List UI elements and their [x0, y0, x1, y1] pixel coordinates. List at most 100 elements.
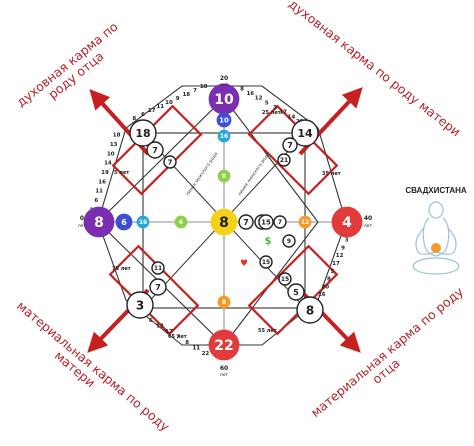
node-tl-b-value: 7: [168, 159, 173, 167]
age-label-bottom-unit: лет: [220, 373, 229, 378]
node-tr-b: 21: [277, 153, 291, 167]
node-center: 8: [210, 208, 238, 236]
age-label-tr: 25 лет: [262, 110, 281, 116]
ring-number: 13: [110, 142, 118, 148]
ring-number: 14: [104, 161, 112, 167]
node-bl-a: 11: [151, 261, 165, 275]
node-tr-a-circle: [282, 137, 298, 153]
node-top-cyan-value: 16: [220, 133, 228, 140]
ring-number: 6: [141, 112, 145, 118]
ring-number: 17: [148, 108, 156, 114]
node-left-blue-value: 6: [121, 218, 127, 227]
destiny-matrix-figure: 8161253171420714391217582016221187171361…: [13, 0, 467, 434]
ring-number: 11: [95, 189, 103, 195]
age-label-top: 20: [220, 75, 228, 82]
ring-number: 14: [288, 114, 296, 120]
node-left-green-value: 6: [179, 219, 183, 226]
age-label-left-unit: лет: [78, 224, 87, 229]
ring-number: 8: [240, 86, 244, 92]
node-tl-b: 7: [163, 155, 177, 169]
node-br-a-value: 5: [293, 288, 299, 297]
chakra-title: СВАДХИСТАНА: [405, 186, 467, 195]
matrix-nodes: 1084228181438777211175151016861661215787…: [83, 83, 363, 361]
ring-number: 12: [255, 96, 263, 102]
money-dollar-icon: $: [265, 236, 272, 247]
ring-number: 6: [149, 318, 153, 324]
node-c-b-circle: [258, 214, 274, 230]
ring-number: 16: [318, 292, 326, 298]
heart-icon: ♥: [240, 259, 248, 269]
node-tl-a-value: 7: [152, 146, 158, 155]
ring-number: 11: [156, 104, 164, 110]
ring-number: 18: [182, 92, 190, 98]
meditating-figure-illustration: [412, 201, 460, 275]
age-label-br: 55 лет: [258, 328, 277, 334]
node-ancestral-br-circle: [296, 296, 324, 324]
ring-number: 6: [94, 198, 98, 204]
ring-number: 16: [246, 91, 254, 97]
node-top-cyan-circle: [217, 129, 231, 143]
node-left-green: 6: [174, 215, 188, 229]
node-bottom-a: 9: [282, 234, 296, 248]
ring-number: 13: [156, 323, 164, 329]
node-bottom-b-value: 15: [262, 259, 270, 266]
node-bl-b: 7: [149, 278, 167, 296]
ring-number: 9: [176, 96, 180, 102]
node-ancestral-tl-value: 18: [135, 127, 150, 140]
node-br-b-value: 15: [281, 276, 289, 283]
age-label-right: 40: [364, 215, 372, 222]
node-right-orange: 12: [298, 215, 312, 229]
node-top-green-value: 8: [222, 173, 226, 180]
node-center-value: 8: [219, 215, 229, 231]
ring-number: 9: [341, 245, 345, 251]
ring-number: 12: [336, 253, 344, 259]
node-right-orange-circle: [298, 215, 312, 229]
node-bottom-a-value: 9: [287, 238, 291, 245]
node-bottom-orange-value: 8: [222, 299, 226, 306]
ring-number: 19: [101, 170, 109, 176]
node-top-green: 8: [217, 169, 231, 183]
node-bottom-orange-circle: [217, 295, 231, 309]
age-label-l1: 75 лет: [112, 266, 131, 272]
node-bottom-circle: [208, 329, 240, 361]
node-br-b: 15: [278, 272, 292, 286]
ring-number: 8: [132, 116, 136, 122]
node-tl-a: 7: [146, 141, 164, 159]
age-label-top-unit: лет: [220, 83, 229, 88]
age-label-right-unit: лет: [364, 224, 373, 229]
ring-number: 7: [176, 335, 180, 341]
ring-number: 5: [265, 100, 269, 106]
sacral-chakra-dot: [431, 243, 441, 253]
node-top-blue-value: 10: [219, 117, 229, 125]
node-right-b: 7: [273, 215, 287, 229]
node-right-b-circle: [273, 215, 287, 229]
node-tl-a-circle: [146, 141, 164, 159]
node-ancestral-br-value: 8: [306, 303, 314, 317]
ring-number: 8: [327, 277, 331, 283]
node-right-circle: [331, 206, 363, 238]
ring-number: 18: [113, 133, 121, 139]
node-br-b-circle: [278, 272, 292, 286]
node-top-value: 10: [214, 92, 234, 108]
node-right: 4: [331, 206, 363, 238]
outer-octagon: [97, 85, 347, 346]
node-left-value: 8: [94, 215, 104, 231]
ring-number: 10: [200, 84, 208, 90]
node-tr-b-value: 21: [280, 157, 288, 164]
ring-number: 20: [321, 284, 329, 290]
node-br-a-circle: [287, 283, 305, 301]
node-ancestral-br: 8: [296, 296, 324, 324]
node-bottom-orange: 8: [217, 295, 231, 309]
ring-number: 8: [185, 340, 189, 346]
node-tl-b-circle: [163, 155, 177, 169]
node-left-cyan-circle: [136, 215, 150, 229]
node-c-a-circle: [238, 214, 254, 230]
node-ancestral-bl-circle: [126, 291, 154, 319]
ring-number: 22: [202, 351, 210, 357]
node-top: 10: [208, 83, 240, 115]
node-top-blue-circle: [216, 112, 232, 128]
node-bl-a-value: 11: [154, 265, 162, 272]
node-bottom-b: 15: [259, 255, 273, 269]
node-left-cyan: 16: [136, 215, 150, 229]
ring-number: 17: [165, 329, 173, 335]
